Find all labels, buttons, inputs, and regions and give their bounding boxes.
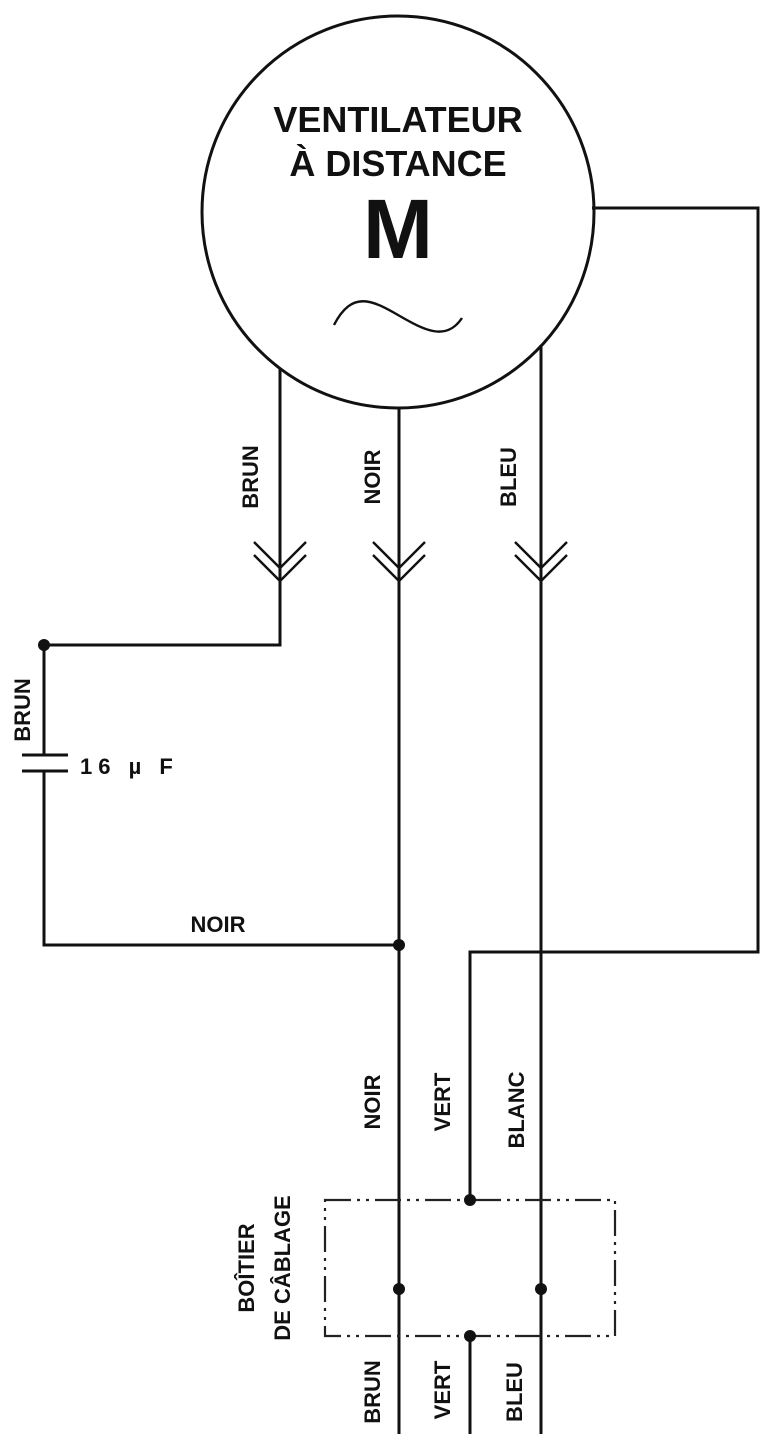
outgoing-brun-label-group: BRUN (360, 1360, 385, 1424)
connector-noir-icon (372, 541, 426, 583)
supply-noir-label-group: NOIR (360, 1074, 385, 1129)
junction-box-line2: DE CÂBLAGE (270, 1195, 295, 1340)
junction-box-line1: BOÎTIER (234, 1223, 259, 1312)
capacitor-return-label: NOIR (191, 912, 246, 937)
outgoing-bleu-label-group: BLEU (502, 1362, 527, 1422)
motor-lead-bleu-label-group: BLEU (496, 447, 521, 507)
outgoing-vert-label-group: VERT (430, 1360, 455, 1419)
outgoing-brun-label: BRUN (360, 1360, 385, 1424)
ac-wave-icon (332, 300, 463, 333)
junction-box (323, 1198, 617, 1338)
capacitor-feed-wire (42, 580, 282, 755)
supply-noir-label: NOIR (360, 1074, 385, 1129)
junction-dot-vert-top (464, 1194, 476, 1206)
motor-title-line2: À DISTANCE (289, 143, 506, 184)
supply-vert-label: VERT (430, 1072, 455, 1131)
outgoing-bleu-label: BLEU (502, 1362, 527, 1422)
motor-title-line1: VENTILATEUR (273, 99, 522, 140)
capacitor-rating: 16 µ F (80, 754, 179, 779)
junction-dot-noir (393, 939, 405, 951)
connector-bleu-icon (514, 541, 568, 583)
junction-dot-noir-box (393, 1283, 405, 1295)
motor-symbol: M (363, 182, 433, 276)
capacitor-lead-label-group: BRUN (10, 678, 35, 742)
motor-lead-noir-label-group: NOIR (360, 449, 385, 504)
junction-dot-bleu-box (535, 1283, 547, 1295)
motor-lead-brun-label: BRUN (238, 445, 263, 509)
junction-dot-brun (38, 639, 50, 651)
motor-lead-brun-label-group: BRUN (238, 445, 263, 509)
motor-lead-bleu-label: BLEU (496, 447, 521, 507)
ground-wire (468, 206, 760, 1200)
capacitor-lead-label: BRUN (10, 678, 35, 742)
junction-box-label-group: BOÎTIER DE CÂBLAGE (234, 1195, 295, 1340)
capacitor-return-wire (42, 771, 399, 947)
supply-blanc-label: BLANC (504, 1071, 529, 1148)
outgoing-vert-label: VERT (430, 1360, 455, 1419)
motor-lead-noir-label: NOIR (360, 449, 385, 504)
supply-vert-label-group: VERT (430, 1072, 455, 1131)
supply-blanc-label-group: BLANC (504, 1071, 529, 1148)
